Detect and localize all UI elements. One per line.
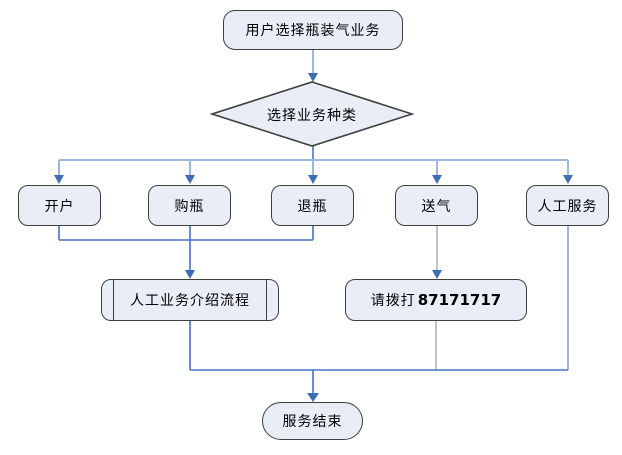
node-manual-process-label: 人工业务介绍流程 (130, 293, 250, 309)
node-option-manual-service-label: 人工服务 (537, 198, 598, 215)
node-end-label: 服务结束 (282, 414, 343, 430)
node-call-process-prefix: 请拨打 (370, 293, 416, 309)
node-option-return-bottle: 退瓶 (271, 185, 354, 226)
node-manual-process: 人工业务介绍流程 (101, 279, 279, 321)
arrow-to-call-process (432, 226, 442, 279)
node-option-gas-delivery-label: 送气 (421, 198, 452, 215)
arrow-start-to-decision (308, 50, 318, 82)
arrow-to-option-3 (308, 160, 318, 184)
decision-diamond-shape (209, 81, 415, 147)
arrow-to-end (307, 370, 319, 402)
arrow-to-option-2 (185, 160, 195, 184)
node-decision-label: 选择业务种类 (267, 108, 357, 124)
node-option-open-account-label: 开户 (44, 198, 75, 215)
arrow-to-manual-process (185, 226, 195, 279)
node-option-gas-delivery: 送气 (395, 185, 478, 226)
arrow-to-option-4 (432, 160, 442, 184)
node-option-buy-bottle: 购瓶 (148, 185, 231, 226)
arrow-to-option-5 (563, 160, 573, 184)
node-option-buy-bottle-label: 购瓶 (174, 198, 205, 215)
node-option-manual-service: 人工服务 (526, 185, 609, 226)
phone-number: 87171717 (417, 291, 502, 309)
node-start-label: 用户选择瓶装气业务 (245, 23, 381, 39)
node-start: 用户选择瓶装气业务 (223, 10, 403, 50)
node-end: 服务结束 (262, 402, 363, 440)
arrow-to-option-1 (54, 160, 64, 184)
node-option-return-bottle-label: 退瓶 (297, 198, 328, 215)
node-option-open-account: 开户 (18, 185, 101, 226)
